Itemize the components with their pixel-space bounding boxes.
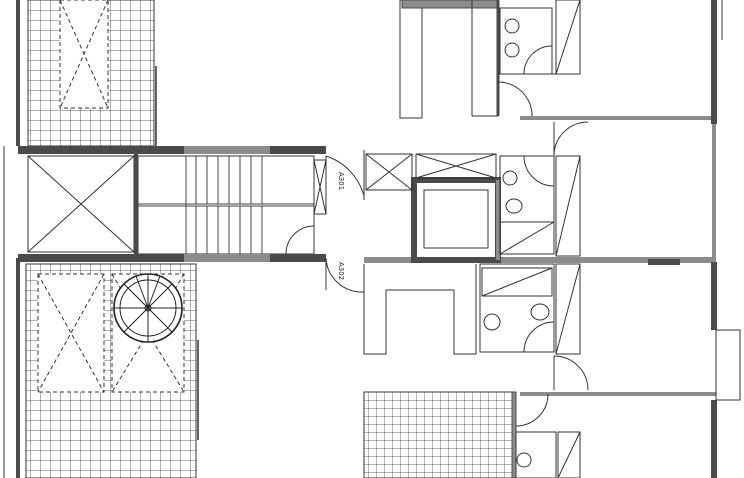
storage-top [363, 150, 497, 200]
exterior-wall-right [711, 0, 741, 478]
room-label-a301: A301 [337, 172, 345, 190]
room-label-a302: A302 [337, 262, 345, 280]
bathroom-upper [499, 121, 589, 257]
unit-upper-right [399, 0, 581, 119]
door-a301 [313, 155, 365, 215]
door-a302 [325, 257, 365, 293]
spiral-stair [113, 273, 183, 343]
bathroom-lower [479, 263, 589, 391]
stairwell [137, 155, 315, 255]
unit-lower-right [363, 391, 581, 478]
elevator [411, 177, 501, 263]
kitchen-counter-middle [363, 264, 477, 355]
balcony-top-left [16, 0, 157, 147]
